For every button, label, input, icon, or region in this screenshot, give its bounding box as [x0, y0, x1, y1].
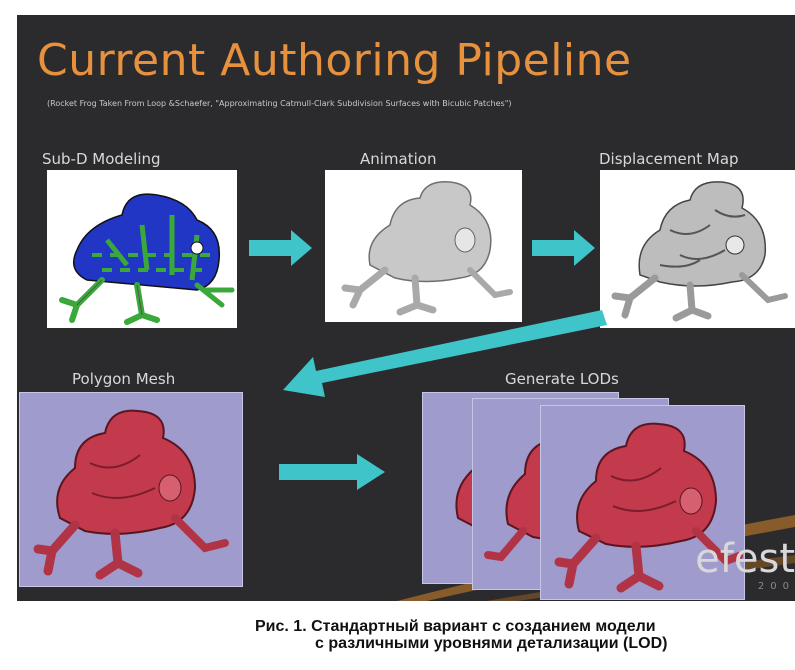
stage-label-subd-modeling: Sub-D Modeling: [42, 150, 161, 168]
stage-label-animation: Animation: [360, 150, 437, 168]
displacement-frog-image: [600, 170, 795, 328]
brand-year: 200: [757, 581, 795, 592]
brand-logo-text: efest: [695, 536, 795, 582]
arrow-right-icon: [249, 230, 312, 266]
polygon-mesh-frog-image: [19, 392, 243, 587]
slide-subtitle: (Rocket Frog Taken From Loop &Schaefer, …: [47, 99, 512, 108]
arrow-right-icon: [279, 454, 385, 490]
figure-caption: Рис. 1. Стандартный вариант с созданием …: [255, 618, 795, 652]
animation-frog-image: [325, 170, 522, 322]
caption-line-1: Рис. 1. Стандартный вариант с созданием …: [255, 618, 656, 635]
stage-label-polygon-mesh: Polygon Mesh: [72, 370, 176, 388]
lod-frog-image-3: [540, 405, 745, 600]
stage-label-displacement-map: Displacement Map: [599, 150, 739, 168]
arrow-down-left-icon: [283, 310, 607, 397]
caption-line-2: с различными уровнями детализации (LOD): [315, 635, 668, 652]
arrow-right-icon: [532, 230, 595, 266]
stage-label-generate-lods: Generate LODs: [505, 370, 619, 388]
subd-frog-image: [47, 170, 237, 328]
slide-title: Current Authoring Pipeline: [37, 35, 632, 86]
presentation-slide: Current Authoring Pipeline (Rocket Frog …: [17, 15, 795, 601]
